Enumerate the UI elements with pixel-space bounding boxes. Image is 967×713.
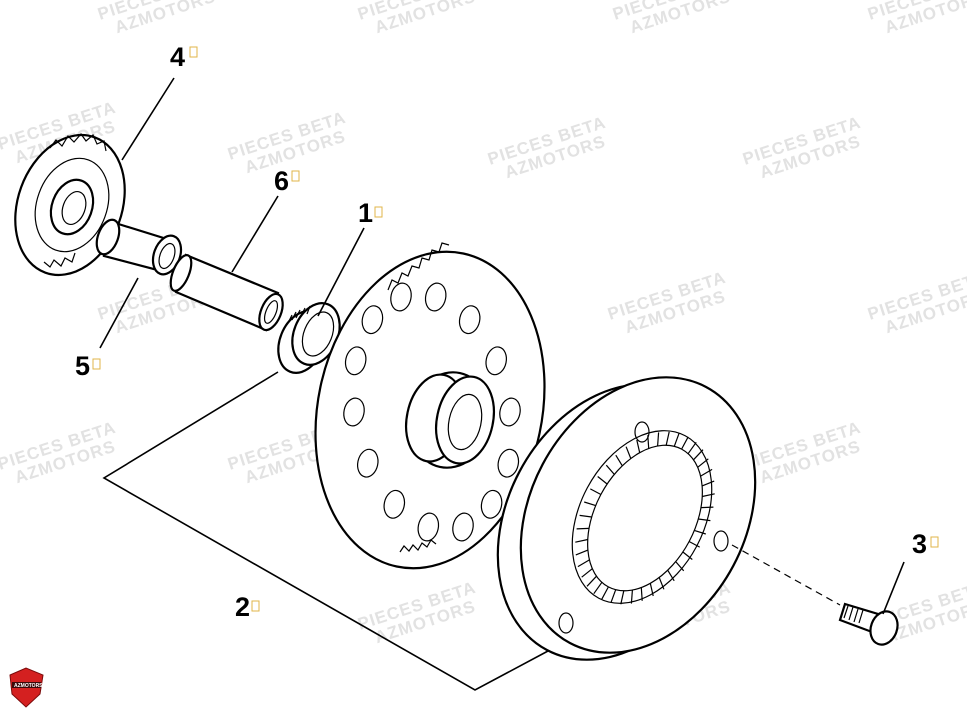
clutch-roller xyxy=(694,529,706,535)
part-3-bolt xyxy=(731,544,899,646)
part-6-shaft xyxy=(169,253,284,332)
clutch-roller xyxy=(701,480,715,487)
gear-hole xyxy=(356,448,379,478)
clutch-roller xyxy=(630,589,633,604)
clutch-roller xyxy=(688,540,700,548)
svg-text:4: 4 xyxy=(170,42,185,72)
clutch-roller xyxy=(657,432,660,447)
svg-text:1: 1 xyxy=(358,198,373,228)
part-2-clutch-housing xyxy=(496,376,757,661)
clutch-roller xyxy=(605,464,615,475)
gear-hole xyxy=(458,305,481,335)
gear-holes xyxy=(343,282,521,542)
clutch-roller xyxy=(610,589,617,604)
gear-hole xyxy=(424,282,447,312)
svg-text:2: 2 xyxy=(235,592,250,622)
clutch-roller xyxy=(665,431,670,446)
clutch-roller xyxy=(697,458,709,468)
part-5-bushing xyxy=(95,218,183,276)
gear-hole xyxy=(497,448,520,478)
callout-2: 2 xyxy=(235,592,260,622)
gear-hole xyxy=(390,282,412,312)
svg-text:AZMOTORS: AZMOTORS xyxy=(14,683,43,689)
part-2-starter-gear xyxy=(314,242,546,570)
clutch-roller xyxy=(577,559,590,568)
gear-hole xyxy=(343,397,365,427)
callout-6: 6 xyxy=(274,166,300,196)
clutch-roller xyxy=(675,561,685,572)
clutch-roller xyxy=(615,454,623,467)
clutch-roller xyxy=(575,538,588,543)
callout-1: 1 xyxy=(358,198,383,228)
clutch-roller xyxy=(584,501,596,507)
clutch-roller xyxy=(687,441,697,455)
clutch-roller xyxy=(636,439,641,453)
clutch-roller xyxy=(681,436,689,450)
callout-3: 3 xyxy=(912,529,939,559)
clutch-roller xyxy=(700,506,714,509)
clutch-roller xyxy=(590,488,602,496)
clutch-roller xyxy=(667,569,675,582)
clutch-roller xyxy=(649,583,654,597)
leader-lines xyxy=(99,77,905,691)
clutch-roller xyxy=(647,435,650,449)
clutch-rollers xyxy=(575,431,715,605)
gear-hole xyxy=(344,346,367,376)
clutch-roller xyxy=(658,577,665,590)
callout-5: 5 xyxy=(75,351,101,381)
clutch-roller xyxy=(593,581,603,595)
svg-text:3: 3 xyxy=(912,529,927,559)
clutch-roller xyxy=(673,432,680,447)
clutch-roller xyxy=(586,575,597,587)
azmotors-logo: AZMOTORS xyxy=(9,667,44,708)
gear-hole xyxy=(452,512,474,542)
clutch-roller xyxy=(702,493,715,498)
gear-hole xyxy=(361,305,384,335)
clutch-roller xyxy=(625,446,632,459)
gear-hole xyxy=(499,397,521,427)
clutch-roller xyxy=(601,586,609,600)
callout-4: 4 xyxy=(170,42,198,72)
svg-text:6: 6 xyxy=(274,166,289,196)
clutch-roller xyxy=(597,476,608,485)
svg-text:5: 5 xyxy=(75,351,90,381)
clutch-roller xyxy=(700,468,713,477)
clutch-roller xyxy=(576,527,590,530)
gear-hole xyxy=(480,489,503,519)
clutch-roller xyxy=(579,514,592,518)
clutch-roller xyxy=(682,551,693,560)
clutch-roller xyxy=(698,518,711,522)
gear-hole xyxy=(417,512,440,542)
clutch-roller xyxy=(575,549,589,556)
gear-hole xyxy=(383,489,406,519)
gear-hole xyxy=(485,346,508,376)
clutch-roller xyxy=(620,590,625,605)
clutch-roller xyxy=(640,587,643,601)
clutch-roller xyxy=(693,449,704,461)
clutch-roller xyxy=(581,568,593,578)
